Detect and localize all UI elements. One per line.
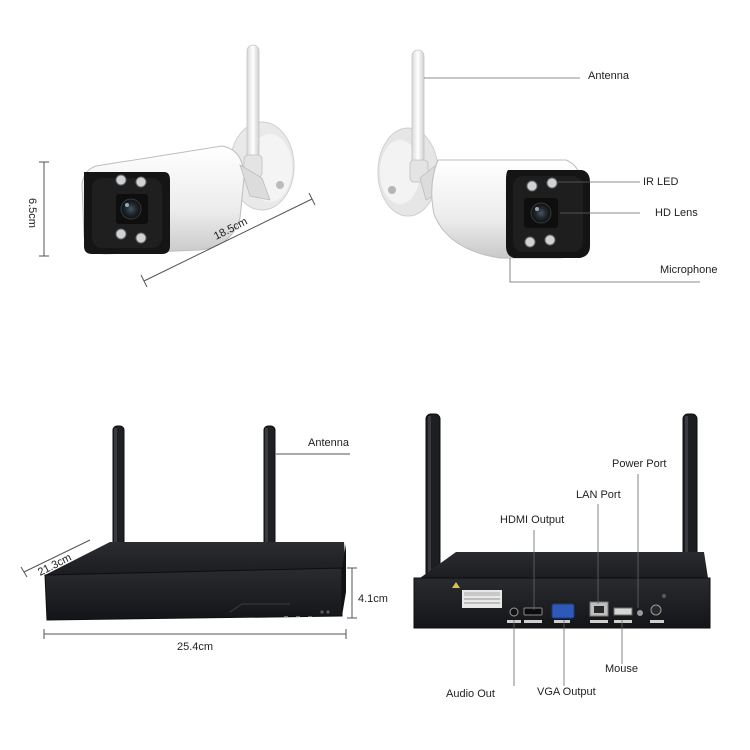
nvr-antenna-label: Antenna: [308, 437, 349, 449]
mouse-label: Mouse: [605, 663, 639, 675]
nvr-leader-lines: [513, 474, 639, 686]
nvr-right: [413, 413, 711, 629]
camera-hd-lens-label: HD Lens: [655, 207, 698, 219]
camera-height-label: 6.5cm: [26, 198, 38, 228]
nvr-left: [44, 425, 346, 621]
nvr-height-label: 4.1cm: [358, 593, 388, 605]
camera-microphone-label: Microphone: [660, 264, 718, 276]
camera-ir-led-label: IR LED: [643, 176, 679, 188]
camera-left: [81, 44, 295, 255]
camera-dimension-lines: [39, 161, 316, 288]
camera-right: [377, 49, 590, 259]
hdmi-output-label: HDMI Output: [500, 514, 565, 526]
lan-port-label: LAN Port: [576, 489, 621, 501]
vga-output-label: VGA Output: [537, 686, 596, 698]
nvr-width-label: 25.4cm: [177, 641, 214, 653]
audio-out-label: Audio Out: [446, 688, 495, 700]
camera-antenna-label: Antenna: [588, 70, 629, 82]
power-port-label: Power Port: [612, 458, 667, 470]
nvr-dimension-lines: [20, 453, 357, 639]
camera-leader-lines: [424, 77, 700, 283]
